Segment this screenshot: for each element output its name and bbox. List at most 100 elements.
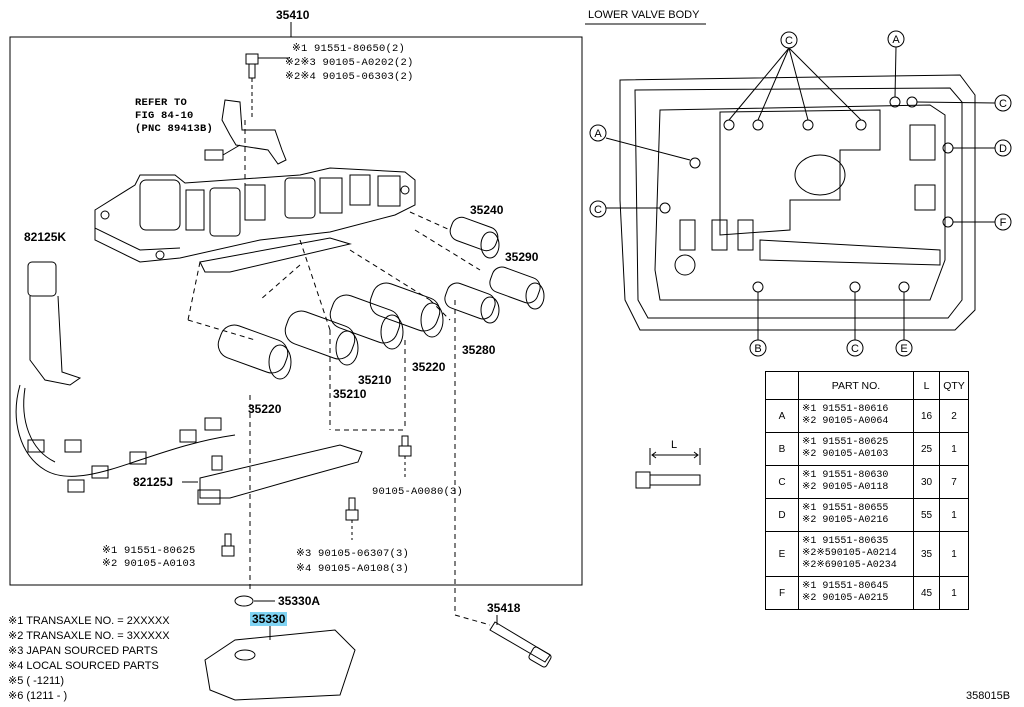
svg-text:A: A <box>594 128 602 140</box>
row-qty: 1 <box>939 531 969 577</box>
part-no[interactable]: ※1 91551-80616 <box>802 404 889 415</box>
row-qty: 7 <box>939 465 969 499</box>
part-number-82125K[interactable]: 82125K <box>24 230 67 244</box>
solenoid-35210-right <box>329 294 404 350</box>
callout-leaders <box>605 46 996 340</box>
lower-valve-body-title: LOWER VALVE BODY <box>588 9 700 21</box>
dimension-label: L <box>671 439 678 451</box>
bolt-group-top-line3: ※2※4 90105-06303(2) <box>285 71 414 83</box>
callout-d-right: D <box>994 139 1012 157</box>
top-bolt <box>245 53 290 120</box>
valve-35418 <box>489 615 552 668</box>
table-header-row: PART NO. L QTY <box>765 371 969 400</box>
part-no[interactable]: ※1 91551-80645 <box>802 581 889 592</box>
bolt-group-mid-line1: ※3 90105-06307(3) <box>296 548 410 560</box>
solenoid-35240 <box>449 216 500 259</box>
figure-code: 358015B <box>966 690 1011 702</box>
table-row: C ※1 91551-80630※2 90105-A0118 30 7 <box>765 465 969 499</box>
bolt-group-top-line1: ※1 91551-80650(2) <box>292 43 406 55</box>
row-part-numbers: ※1 91551-80630※2 90105-A0118 <box>798 465 914 499</box>
svg-text:E: E <box>900 343 907 355</box>
refer-to-line1: REFER TO <box>135 97 188 109</box>
wire-harness-82125K <box>15 261 236 493</box>
bolt-group-top-line2: ※2※3 90105-A0202(2) <box>285 57 414 69</box>
refer-to-line2[interactable]: FIG 84-10 <box>135 110 194 122</box>
solenoid-35210-left <box>284 310 359 366</box>
note-2: ※2 TRANSAXLE NO. = 3XXXXX <box>8 630 170 642</box>
bolt-parts-table: PART NO. L QTY A ※1 91551-80616※2 90105-… <box>765 371 969 610</box>
bolt-left <box>221 533 235 557</box>
row-qty: 1 <box>939 576 969 610</box>
oil-strainer-35330 <box>204 629 356 701</box>
part-number-35220-right[interactable]: 35220 <box>412 360 446 374</box>
refer-to-line3: (PNC 89413B) <box>135 123 214 135</box>
svg-text:C: C <box>594 204 602 216</box>
solenoid-35220-left <box>217 324 292 380</box>
part-no[interactable]: ※1 91551-80635 <box>802 536 889 547</box>
note-5: ※5 ( -1211) <box>8 675 65 687</box>
table-row: F ※1 91551-80645※2 90105-A0215 45 1 <box>765 576 969 610</box>
part-number-35220-left[interactable]: 35220 <box>248 402 282 416</box>
part-number-82125J[interactable]: 82125J <box>133 475 174 489</box>
part-no[interactable]: ※2 90105-A0103 <box>802 449 889 460</box>
part-number-90105-A0080[interactable]: 90105-A0080(3) <box>372 486 464 498</box>
part-number-35330[interactable]: 35330 <box>250 612 288 626</box>
row-length: 16 <box>913 399 940 433</box>
part-number-35210-right[interactable]: 35210 <box>358 373 392 387</box>
header-qty: QTY <box>939 371 969 400</box>
callout-c-left: C <box>589 200 607 218</box>
svg-text:C: C <box>785 35 793 47</box>
svg-text:B: B <box>754 343 761 355</box>
bolt-group-mid-line2: ※4 90105-A0108(3) <box>296 563 410 575</box>
solenoid-35290 <box>489 266 545 310</box>
svg-text:D: D <box>999 143 1007 155</box>
row-qty: 2 <box>939 399 969 433</box>
solenoid-35280 <box>444 282 500 324</box>
solenoid-harness-82125J <box>182 444 363 505</box>
part-no[interactable]: ※2 90105-A0118 <box>802 482 889 493</box>
row-key: D <box>765 498 799 532</box>
note-3: ※3 JAPAN SOURCED PARTS <box>8 645 158 657</box>
row-qty: 1 <box>939 498 969 532</box>
part-number-35240[interactable]: 35240 <box>470 203 504 217</box>
row-length: 25 <box>913 432 940 466</box>
lower-valve-body-view <box>619 74 976 331</box>
svg-text:F: F <box>1000 217 1007 229</box>
row-length: 30 <box>913 465 940 499</box>
callout-a-top: A <box>887 30 905 48</box>
main-frame <box>9 36 583 586</box>
table-row: A ※1 91551-80616※2 90105-A0064 16 2 <box>765 399 969 433</box>
part-number-35210-left[interactable]: 35210 <box>333 387 367 401</box>
part-number-35290[interactable]: 35290 <box>505 250 539 264</box>
row-part-numbers: ※1 91551-80625※2 90105-A0103 <box>798 432 914 466</box>
callout-e-bottom: E <box>895 339 913 357</box>
part-no[interactable]: ※2 90105-A0064 <box>802 416 889 427</box>
note-6: ※6 (1211 - ) <box>8 690 68 702</box>
part-no[interactable]: ※1 91551-80625 <box>802 437 889 448</box>
part-no[interactable]: ※1 91551-80655 <box>802 503 889 514</box>
callout-a-left: A <box>589 124 607 142</box>
svg-text:C: C <box>851 343 859 355</box>
o-ring-35330A <box>234 595 254 607</box>
row-length: 55 <box>913 498 940 532</box>
part-number-35418[interactable]: 35418 <box>487 601 521 615</box>
row-length: 45 <box>913 576 940 610</box>
svg-text:C: C <box>999 98 1007 110</box>
part-no[interactable]: ※2 90105-A0215 <box>802 593 889 604</box>
table-row: D ※1 91551-80655※2 90105-A0216 55 1 <box>765 498 969 532</box>
header-part-no: PART NO. <box>798 371 914 400</box>
part-number-main[interactable]: 35410 <box>276 8 310 22</box>
part-number-35330A[interactable]: 35330A <box>278 594 321 608</box>
header-key <box>765 371 799 400</box>
row-part-numbers: ※1 91551-80645※2 90105-A0215 <box>798 576 914 610</box>
part-no[interactable]: ※2 90105-A0216 <box>802 515 889 526</box>
header-length: L <box>913 371 940 400</box>
callout-f-right: F <box>994 213 1012 231</box>
solenoid-35220-right <box>369 282 444 338</box>
part-no[interactable]: ※1 91551-80630 <box>802 470 889 481</box>
part-number-35280[interactable]: 35280 <box>462 343 496 357</box>
callout-b-bottom: B <box>749 339 767 357</box>
part-no[interactable]: ※2※690105-A0234 <box>802 560 897 571</box>
part-no[interactable]: ※2※590105-A0214 <box>802 548 897 559</box>
